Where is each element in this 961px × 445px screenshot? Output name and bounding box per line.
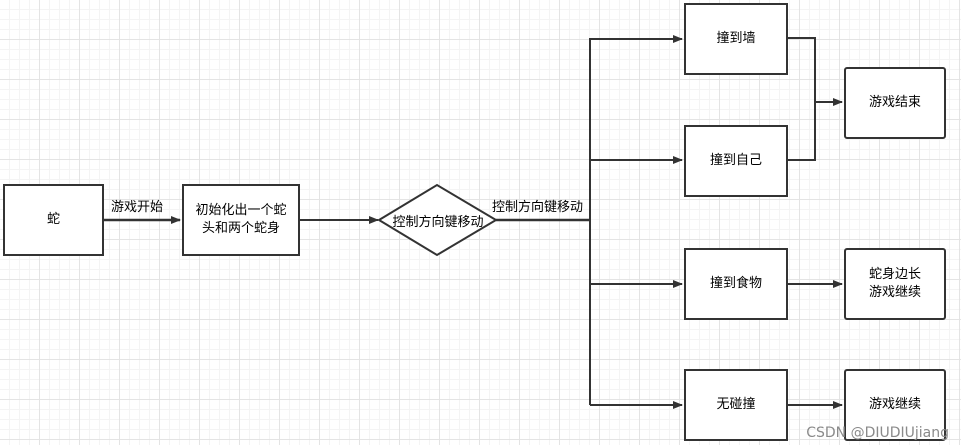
watermark: CSDN @DIUDIUjiang <box>806 425 949 441</box>
node-hit-wall: 撞到墙 <box>684 3 788 75</box>
node-grow-continue: 蛇身边长 游戏继续 <box>844 248 946 320</box>
edge-label-start: 游戏开始 <box>111 200 164 215</box>
edge-wall-merge <box>787 37 816 102</box>
node-continue: 游戏继续 <box>844 369 946 441</box>
node-init: 初始化出一个蛇 头和两个蛇身 <box>182 184 300 256</box>
decision-diamond <box>377 183 498 257</box>
node-control-label: 控制方向键移动 <box>392 214 484 230</box>
node-snake: 蛇 <box>3 184 104 256</box>
node-hit-self: 撞到自己 <box>684 125 788 197</box>
node-game-over: 游戏结束 <box>844 67 946 139</box>
edge-self-merge <box>787 102 816 161</box>
edge-label-move: 控制方向键移动 <box>492 200 584 215</box>
node-hit-food: 撞到食物 <box>684 248 788 320</box>
node-no-collision: 无碰撞 <box>684 369 788 441</box>
